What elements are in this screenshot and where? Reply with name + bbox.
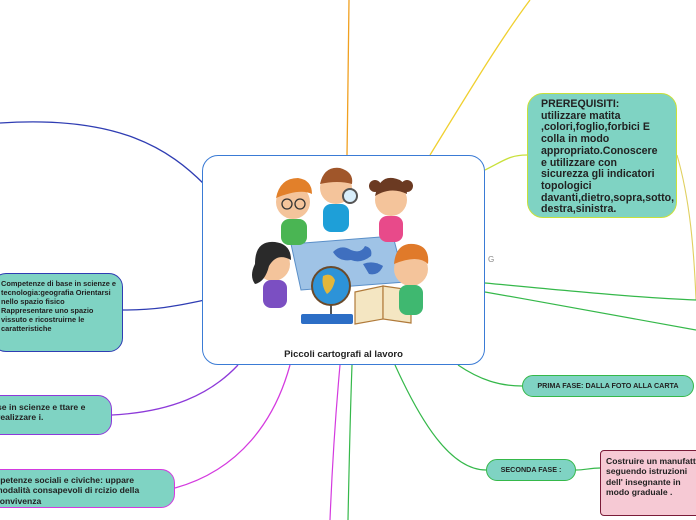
connector-comp1 (122, 299, 206, 311)
connector-prereq (484, 154, 528, 171)
costruire-manufatto-node[interactable]: Costruire un manufatto seguendo istruzio… (600, 450, 696, 516)
central-topic[interactable]: Piccoli cartografi al lavoro (202, 155, 485, 365)
seconda-fase-node[interactable]: SECONDA FASE : (486, 459, 576, 481)
prerequisiti-node[interactable]: PREREQUISITI: utilizzare matita ,colori,… (527, 93, 677, 218)
competenze-scienze-node[interactable]: se in scienze e ttare e realizzare i. (0, 395, 112, 435)
connector-bottom-green (347, 364, 353, 520)
connector-left-blue (0, 121, 206, 186)
children-with-globe-and-map-illustration (252, 167, 429, 325)
competenze-geografia-node[interactable]: Competenze di base in scienze e tecnolog… (0, 273, 123, 352)
connector-fase2 (394, 364, 487, 471)
prima-fase-node[interactable]: PRIMA FASE: DALLA FOTO ALLA CARTA (522, 375, 694, 397)
link-icon[interactable]: G (488, 255, 495, 264)
connector-costruire (575, 467, 601, 471)
connector-top-right-yellow (429, 0, 531, 156)
central-topic-title: Piccoli cartografi al lavoro (284, 349, 403, 360)
connector-fase1 (457, 364, 523, 387)
connector-comp2 (111, 364, 239, 416)
connector-right-green-2 (484, 291, 696, 331)
connector-right-green-1 (484, 282, 696, 301)
competenze-sociali-node[interactable]: npetenze sociali e civiche: uppare modal… (0, 469, 175, 508)
connector-prereq-right (676, 154, 696, 301)
connector-top-orange (346, 0, 350, 156)
connector-comp3 (174, 364, 291, 489)
connector-bottom-pink (329, 364, 341, 520)
